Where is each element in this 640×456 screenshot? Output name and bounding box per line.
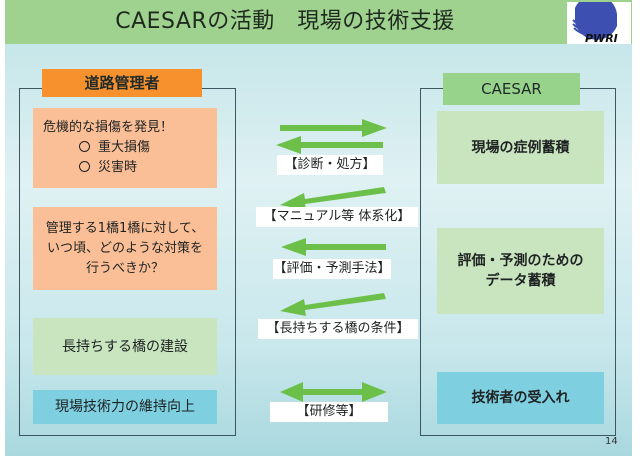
circle-bullet-icon — [79, 161, 90, 172]
critical-damage-box: 危機的な損傷を発見！ 重大損傷 災害時 — [33, 108, 217, 188]
caesar-header: CAESAR — [443, 73, 580, 105]
bullet-text: 災害時 — [98, 160, 138, 175]
label-evaluation-method: 【評価・予測手法】 — [273, 259, 391, 279]
box-line: 行うべきか？ — [85, 260, 164, 276]
logo-text: PWRI — [585, 32, 618, 44]
road-manager-header: 道路管理者 — [42, 69, 202, 97]
box-line: 現場技術力の維持向上 — [55, 399, 195, 415]
countermeasure-question-box: 管理する1橋1橋に対して、 いつ頃、どのような対策を 行うべきか？ — [33, 207, 217, 290]
box-line: 長持ちする橋の建設 — [62, 338, 188, 355]
slide-title: CAESARの活動 現場の技術支援 — [115, 9, 455, 34]
engineer-acceptance-box: 技術者の受入れ — [437, 372, 604, 424]
critical-damage-text: 危機的な損傷を発見！ — [43, 120, 174, 135]
bullet-item-major-damage: 重大損傷 — [43, 138, 150, 158]
box-line: 評価・予測のための — [457, 253, 584, 269]
box-line: 現場の症例蓄積 — [471, 139, 570, 156]
box-line: 管理する1橋1橋に対して、 — [45, 220, 205, 236]
label-diagnosis: 【診断・処方】 — [277, 155, 383, 175]
long-life-bridge-box: 長持ちする橋の建設 — [33, 318, 217, 375]
bullet-text: 重大損傷 — [98, 140, 151, 155]
title-bar: CAESARの活動 現場の技術支援 PWRI — [5, 0, 632, 44]
case-accumulation-box: 現場の症例蓄積 — [437, 111, 604, 184]
label-training: 【研修等】 — [270, 402, 388, 422]
box-line: 技術者の受入れ — [471, 390, 570, 406]
label-manual-systematization: 【マニュアル等 体系化】 — [256, 207, 418, 227]
box-line: データ蓄積 — [485, 273, 556, 289]
circle-bullet-icon — [79, 141, 90, 152]
bullet-item-disaster: 災害時 — [43, 158, 137, 178]
page-number: 14 — [605, 436, 618, 447]
field-skill-maintenance-box: 現場技術力の維持向上 — [33, 390, 217, 424]
data-accumulation-box: 評価・予測のための データ蓄積 — [437, 228, 604, 314]
box-line: いつ頃、どのような対策を — [46, 240, 203, 256]
label-long-life-conditions: 【長持ちする橋の条件】 — [258, 319, 418, 339]
pwri-logo: PWRI — [567, 2, 631, 44]
pwri-logo-icon: PWRI — [572, 2, 618, 44]
